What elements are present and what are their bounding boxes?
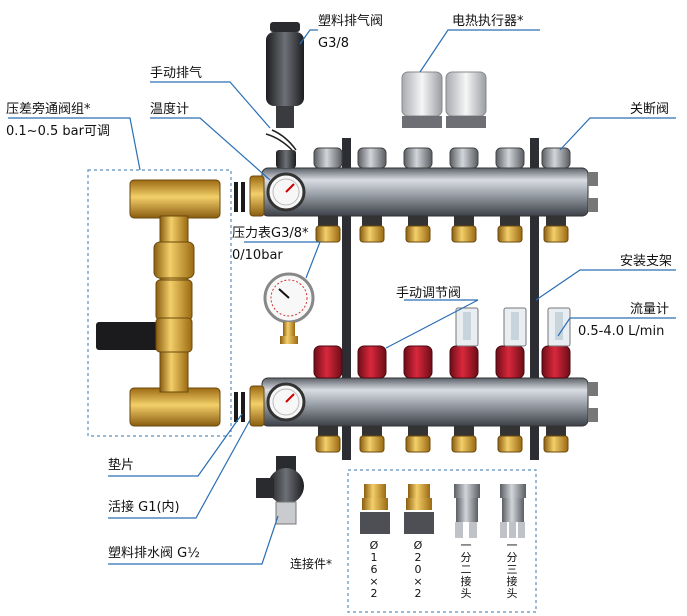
fittings-box [347, 469, 537, 613]
gasket [234, 182, 245, 422]
return-outlet [315, 435, 341, 453]
supply-outlets [315, 216, 569, 243]
actuator-icon [401, 71, 487, 128]
shutoff-cap [313, 147, 343, 169]
return-outlet [451, 435, 477, 453]
label-fitting-20: Ø20×2 [413, 539, 423, 600]
leader-lines [8, 29, 676, 565]
bypass-valve-assembly [96, 179, 221, 427]
return-outlet [405, 435, 431, 453]
shutoff-cap [403, 147, 433, 169]
regulating-valves [313, 345, 571, 379]
fitting-20 [404, 484, 434, 534]
flow-meter-cap [541, 345, 571, 379]
outlet-nut [408, 426, 428, 436]
flow-meter-cap [449, 345, 479, 379]
supply-outlet [405, 225, 431, 243]
outlet-nut [362, 216, 382, 226]
manual-air-vent [265, 129, 297, 168]
label-connector: 连接件* [290, 557, 333, 571]
return-outlet [497, 435, 523, 453]
outlet-nut [546, 216, 566, 226]
label-manual-regulating: 手动调节阀 [396, 286, 462, 301]
label-bypass-range: 0.1~0.5 bar可调 [6, 124, 110, 139]
label-air-vent-size: G3/8 [318, 36, 349, 51]
pressure-gauge-icon [263, 272, 315, 344]
fitting-16 [360, 484, 390, 534]
outlet-nut [362, 426, 382, 436]
regulating-cap [357, 345, 387, 379]
label-fitting-2way: 一分二接头 [460, 539, 472, 600]
supply-outlet [451, 225, 477, 243]
label-pressure-gauge: 压力表G3/8* [232, 226, 309, 241]
supply-manifold [261, 167, 598, 217]
plastic-air-vent [266, 22, 304, 128]
outlet-nut [454, 426, 474, 436]
label-shutoff-valve: 关断阀 [630, 102, 670, 117]
thermometer-icon [266, 172, 306, 422]
label-actuator: 电热执行器* [452, 14, 524, 29]
supply-outlet [497, 225, 523, 243]
label-flow-range: 0.5-4.0 L/min [578, 324, 665, 339]
fitting-2way [454, 484, 480, 538]
outlet-nut [408, 216, 428, 226]
regulating-cap [313, 345, 343, 379]
label-fitting-16: Ø16×2 [369, 539, 379, 600]
shutoff-cap [495, 147, 525, 169]
outlet-nut [500, 426, 520, 436]
label-fitting-3way: 一分三接头 [506, 539, 518, 600]
outlet-nut [318, 216, 338, 226]
fitting-3way [500, 484, 526, 538]
supply-outlet [543, 225, 569, 243]
supply-outlet [359, 225, 385, 243]
label-bypass-group: 压差旁通阀组* [6, 102, 91, 117]
shutoff-cap [357, 147, 387, 169]
label-pressure-range: 0/10bar [232, 248, 283, 263]
shutoff-cap [449, 147, 479, 169]
mounting-bracket [342, 138, 539, 460]
return-outlets [315, 426, 569, 453]
flow-meter-cap [495, 345, 525, 379]
outlet-nut [454, 216, 474, 226]
label-manual-vent: 手动排气 [150, 66, 203, 81]
return-outlet [359, 435, 385, 453]
regulating-cap [403, 345, 433, 379]
bypass-group-box [87, 169, 232, 437]
outlet-nut [318, 426, 338, 436]
label-union: 活接 G1(内) [108, 500, 180, 515]
outlet-nut [546, 426, 566, 436]
label-thermometer: 温度计 [150, 102, 190, 117]
label-bracket: 安装支架 [620, 254, 673, 269]
shutoff-valves [313, 147, 571, 169]
label-drain-valve: 塑料排水阀 G½ [108, 546, 200, 561]
label-plastic-air-vent: 塑料排气阀 [318, 14, 384, 29]
shutoff-cap [541, 147, 571, 169]
return-manifold [261, 377, 598, 427]
drain-valve [256, 456, 304, 525]
union-nut [249, 175, 265, 427]
label-flow-meter: 流量计 [630, 302, 670, 317]
supply-outlet [315, 225, 341, 243]
flow-meter-icon [455, 307, 571, 347]
outlet-nut [500, 216, 520, 226]
label-gasket: 垫片 [108, 458, 135, 473]
return-outlet [543, 435, 569, 453]
